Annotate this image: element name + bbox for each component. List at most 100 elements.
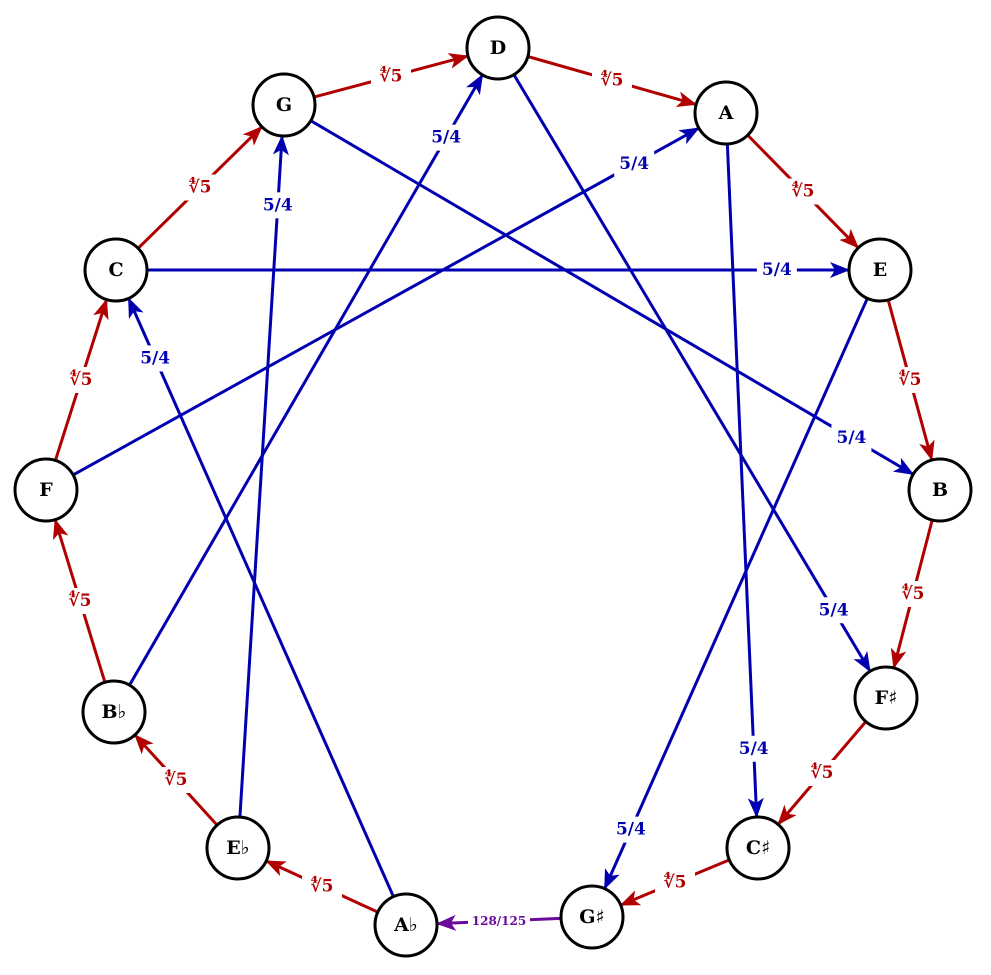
node-C: C (83, 237, 149, 303)
node-label: F (39, 479, 53, 501)
edge-line (603, 297, 869, 890)
node-label: F♯ (875, 687, 898, 709)
diesis-fraction-label: 128/125 (472, 914, 526, 928)
node-circle (373, 892, 439, 958)
edge-F-A (72, 127, 700, 477)
edge-line (128, 73, 484, 686)
edge-label-text: ∜5 (164, 769, 187, 790)
edge-label-Ab-Eb: ∜5 (302, 873, 342, 900)
edge-Eb-G (238, 134, 289, 818)
node-E: E (847, 237, 913, 303)
node-label: G♯ (579, 906, 604, 928)
edge-label-A-E: ∜5 (783, 178, 823, 205)
edge-label-text: ∜5 (69, 369, 92, 390)
node-label: E (873, 259, 887, 281)
edge-label-text: 5/4 (837, 428, 867, 448)
edge-line (72, 127, 700, 477)
node-circle (251, 72, 317, 138)
node-label: B (932, 479, 948, 501)
edges-layer: ∜5 ∜5 ∜5 ∜5 ∜5 ∜5 ∜5 ∜5 ∜5 ∜5 ∜5 ∜5 128/125 5/4 5/4 5/4… (52, 53, 935, 934)
nodes-layer: D A E B F♯ C♯ G♯ A♭ E♭ B♭ F C G (13, 15, 973, 958)
node-circle (907, 457, 973, 523)
node-label: C (108, 259, 123, 281)
node-label: A (718, 102, 734, 124)
edge-Bb-D (128, 73, 484, 686)
node-label: G (276, 94, 292, 116)
node-label: B♭ (101, 701, 126, 723)
edge-line (309, 119, 915, 476)
edge-label-text: ∜5 (810, 762, 833, 783)
node-D: D (465, 15, 531, 81)
edge-label-D-Fs: 5/4 (813, 597, 854, 624)
edge-label-Ab-C: 5/4 (135, 345, 176, 372)
edge-label-text: ∜5 (898, 369, 921, 390)
edge-Ab-C (127, 297, 395, 898)
node-Ab: A♭ (373, 892, 439, 958)
edge-label-text: 5/4 (762, 260, 792, 280)
edge-line (238, 134, 289, 818)
node-circle (13, 457, 79, 523)
edge-label-text: ∜5 (188, 177, 211, 198)
edge-label-text: ∜5 (600, 70, 623, 91)
node-circle (853, 665, 919, 731)
node-circle (559, 884, 625, 950)
node-F: F (13, 457, 79, 523)
node-circle (847, 237, 913, 303)
edge-E-Gs (603, 297, 869, 890)
node-label: E♭ (226, 837, 249, 859)
node-circle (81, 679, 147, 745)
node-Cs: C♯ (725, 815, 791, 881)
edge-label-text: ∜5 (310, 876, 333, 897)
edge-label-E-B: ∜5 (890, 367, 930, 393)
node-circle (83, 237, 149, 303)
edge-line (512, 73, 871, 673)
edge-label-text: ∜5 (379, 66, 402, 87)
edge-label-Cs-Gs: ∜5 (655, 869, 695, 896)
edge-label-C-G: ∜5 (180, 174, 220, 201)
edge-G-B (309, 119, 915, 476)
edge-label-text: ∜5 (663, 872, 686, 893)
node-circle (465, 15, 531, 81)
edge-label-G-B: 5/4 (831, 425, 872, 452)
edge-label-E-Gs: 5/4 (610, 816, 651, 843)
node-label: C♯ (746, 837, 770, 859)
edge-label-Bb-D: 5/4 (426, 124, 467, 151)
node-label: A♭ (393, 914, 418, 936)
edge-label-Gs-Ab: 128/125 (468, 908, 530, 934)
edge-label-text: ∜5 (791, 181, 814, 202)
edge-label-text: 5/4 (140, 348, 170, 368)
edge-label-text: 5/4 (263, 195, 293, 215)
node-Gs: G♯ (559, 884, 625, 950)
edge-label-D-A: ∜5 (592, 67, 632, 94)
node-Fs: F♯ (853, 665, 919, 731)
edge-label-B-Fs: ∜5 (893, 581, 933, 607)
node-circle (693, 80, 759, 146)
edge-label-text: ∜5 (68, 590, 91, 611)
edge-A-Cs (725, 143, 764, 819)
edge-label-G-D: ∜5 (371, 63, 411, 90)
edge-label-Fs-Cs: ∜5 (802, 760, 842, 786)
edge-label-text: ∜5 (901, 583, 924, 604)
node-label: D (490, 37, 506, 59)
edge-label-text: 5/4 (739, 739, 769, 759)
node-Eb: E♭ (205, 815, 271, 881)
edge-label-text: 5/4 (819, 600, 849, 620)
edge-label-Eb-Bb: ∜5 (156, 767, 196, 793)
edge-label-text: 5/4 (619, 154, 649, 174)
edge-label-C-E: 5/4 (756, 257, 797, 283)
node-circle (205, 815, 271, 881)
edge-label-text: 5/4 (431, 128, 461, 148)
node-G: G (251, 72, 317, 138)
edge-label-text: 5/4 (616, 820, 646, 840)
node-Bb: B♭ (81, 679, 147, 745)
node-circle (725, 815, 791, 881)
edge-label-F-A: 5/4 (614, 150, 655, 177)
edge-label-Bb-F: ∜5 (60, 588, 100, 614)
edge-label-F-C: ∜5 (61, 367, 101, 393)
edge-D-Fs (512, 73, 871, 673)
node-B: B (907, 457, 973, 523)
edge-label-Eb-G: 5/4 (257, 192, 298, 219)
edge-label-A-Cs: 5/4 (733, 735, 774, 762)
